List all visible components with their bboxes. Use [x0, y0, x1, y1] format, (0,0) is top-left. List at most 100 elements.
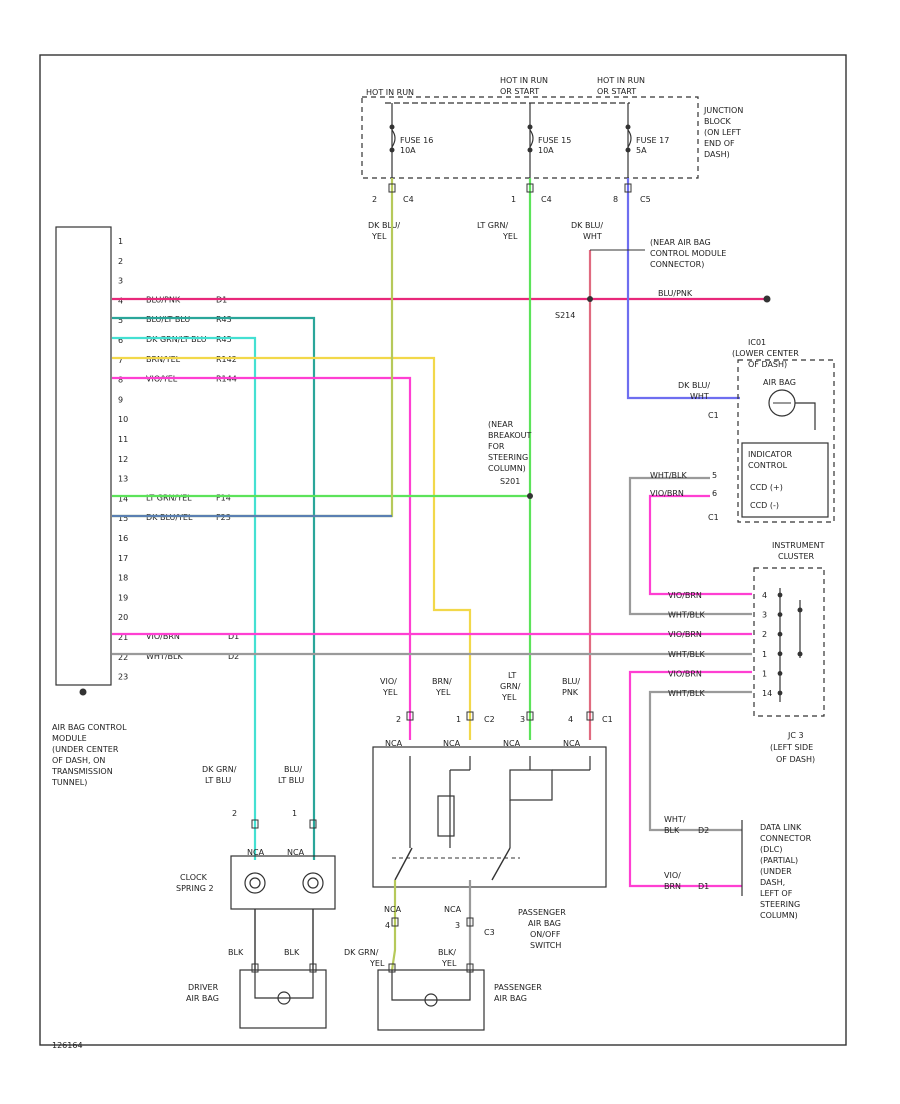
- dlc-label-7: STEERING: [760, 900, 800, 909]
- terminal-markers: [251, 183, 632, 973]
- clockspring-coil-2-icon: [302, 872, 324, 894]
- passenger-airbag-0: PASSENGER: [494, 983, 542, 992]
- near-connector-0: (NEAR AIR BAG: [650, 238, 711, 247]
- module-pin-8: 8: [118, 376, 123, 385]
- sw-pin-bottom-3: 3: [455, 921, 460, 930]
- clockspring-box: [230, 855, 336, 910]
- wire-vio-brn-to-dlc: [628, 670, 752, 888]
- sw-conn-c3: C3: [484, 928, 495, 937]
- dlc-label-0: DATA LINK: [760, 823, 802, 832]
- module-wire-code-7: R142: [216, 355, 237, 364]
- wire-blu-pnk-right-label: BLU/PNK: [658, 289, 693, 298]
- airbag-lamp-label: AIR BAG: [763, 378, 796, 387]
- hot-label-1: HOT IN RUN: [366, 88, 414, 97]
- passenger-switch-2: ON/OFF: [530, 930, 561, 939]
- cs-blk-left: BLK: [228, 948, 244, 957]
- fuse-16-amps: 10A: [400, 146, 416, 155]
- sw-pin-bottom-4: 4: [385, 921, 390, 930]
- sw-wire-ltgrn-c: YEL: [501, 693, 517, 702]
- cs-wire-blu-a: BLU/: [284, 765, 302, 774]
- sw-pin-4: 4: [568, 715, 573, 724]
- fuse-16-label: FUSE 16: [400, 136, 433, 145]
- wire-dkbluyel-a: DK BLU/: [368, 221, 400, 230]
- pa-wire-dkgrn-b: YEL: [369, 959, 385, 968]
- conn-label-2: C4: [541, 195, 552, 204]
- fuse-17-amps: 5A: [636, 146, 647, 155]
- sw-wire-ltgrn-a: LT: [508, 671, 516, 680]
- driver-airbag: [239, 969, 327, 1029]
- sw-wire-vio-a: VIO/: [380, 677, 397, 686]
- sw-pin-1: 1: [456, 715, 461, 724]
- dlc-label-4: (UNDER: [760, 867, 792, 876]
- passenger-airbag-squib: [391, 970, 471, 1001]
- module-pin-9: 9: [118, 395, 123, 404]
- dlc-wht-a: WHT/: [664, 815, 686, 824]
- dlc-label-5: DASH,: [760, 878, 785, 887]
- indicator-label-0: INDICATOR: [748, 450, 792, 459]
- dlc-label-6: LEFT OF: [760, 889, 793, 898]
- driver-airbag-initiator-icon: [277, 991, 291, 1005]
- driver-airbag-1: AIR BAG: [186, 994, 219, 1003]
- cluster-row-pin-4: 1: [762, 669, 767, 678]
- passenger-switch-box: [372, 746, 607, 888]
- driver-airbag-squib: [254, 970, 314, 999]
- cluster-row-wire-5: WHT/BLK: [668, 689, 705, 698]
- clockspring-label-0: CLOCK: [180, 873, 208, 882]
- dlc-pin-d2: D2: [698, 826, 709, 835]
- dlc-vio-a: VIO/: [664, 871, 681, 880]
- ic-pin-0: CCD (+): [750, 483, 783, 492]
- fuse-15-label: FUSE 15: [538, 136, 571, 145]
- conn-label-1: C4: [403, 195, 414, 204]
- module-wire-color-15: DK BLU/YEL: [146, 513, 193, 522]
- jc3-bus: [779, 588, 803, 702]
- fuse-17: [625, 103, 632, 178]
- clockspring-coil-2-inner: [307, 877, 319, 889]
- ic-c1-top: C1: [708, 411, 719, 420]
- module-pin-11: 11: [118, 435, 128, 444]
- wire-dkbluwht-a: DK BLU/: [571, 221, 603, 230]
- ic-code: IC01: [748, 338, 766, 347]
- footer-code: 126164: [52, 1041, 83, 1050]
- near-breakout-0: (NEAR: [488, 420, 514, 429]
- passenger-switch-0: PASSENGER: [518, 908, 566, 917]
- module-label-2: (UNDER CENTER: [52, 745, 119, 754]
- switch-nca-top-1: NCA: [443, 739, 461, 748]
- module-label-0: AIR BAG CONTROL: [52, 723, 127, 732]
- ic-pin-1: CCD (-): [750, 501, 779, 510]
- cluster-row-terminal-0: [777, 592, 783, 598]
- jc-label-0: JC 3: [787, 731, 804, 740]
- module-pin-3: 3: [118, 277, 123, 286]
- sw-wire-brn-b: YEL: [435, 688, 451, 697]
- module-pin-10: 10: [118, 415, 128, 424]
- hot-label-2a: HOT IN RUN: [500, 76, 548, 85]
- ic-location-0: (LOWER CENTER: [732, 349, 799, 358]
- dlc-label-2: (DLC): [760, 845, 782, 854]
- passenger-airbag-initiator-icon: [424, 993, 438, 1007]
- switch-nca-top-3: NCA: [563, 739, 581, 748]
- module-pin-21: 21: [118, 633, 128, 642]
- wire-blu-ltblu-pin5: [112, 316, 316, 860]
- cluster-row-pin-1: 3: [762, 611, 767, 620]
- splice-s201: [527, 493, 533, 499]
- ic-row-wire-0: WHT/BLK: [650, 471, 687, 480]
- junction-label-0: JUNCTION: [703, 106, 743, 115]
- junction-label-3: END OF: [704, 139, 735, 148]
- hot-label-3b: OR START: [597, 87, 636, 96]
- module-pin-12: 12: [118, 455, 128, 464]
- dlc-label-8: COLUMN): [760, 911, 798, 920]
- wire-brn-yel-pin7: [112, 356, 472, 740]
- cluster-row-terminal-1: [777, 612, 783, 617]
- ic-row-wire-1: VIO/BRN: [650, 489, 684, 498]
- module-pin-4: 4: [118, 296, 123, 305]
- cluster-row-terminal-3: [777, 651, 783, 657]
- wire-ic-vio-brn: [648, 494, 752, 596]
- jc-label-1: (LEFT SIDE: [770, 743, 813, 752]
- passenger-airbag-1: AIR BAG: [494, 994, 527, 1003]
- cluster-label-0: INSTRUMENT: [772, 541, 825, 550]
- jc3-box: [753, 567, 825, 717]
- sw-nca-bottom-1: NCA: [384, 905, 402, 914]
- switch-internals: [392, 756, 591, 881]
